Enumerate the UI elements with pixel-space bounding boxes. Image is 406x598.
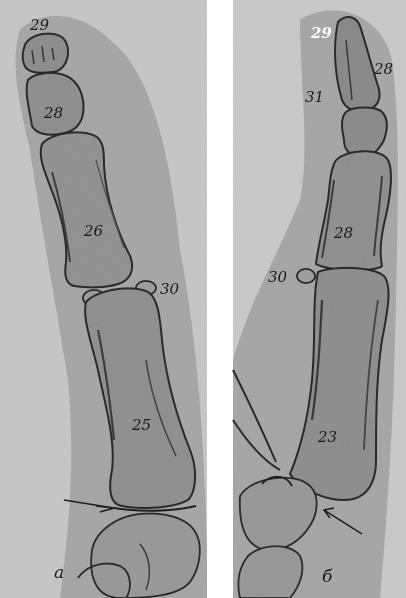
label-b-31: 31 — [305, 88, 324, 106]
label-b-23: 23 — [317, 428, 337, 446]
label-b-30: 30 — [268, 268, 288, 286]
panel-a — [0, 0, 208, 598]
label-b-29: 29 — [310, 24, 332, 42]
panel-divider — [207, 0, 233, 598]
label-a-28: 28 — [43, 104, 63, 122]
panel-b-letter: б — [322, 567, 333, 587]
label-a-26: 26 — [83, 222, 104, 240]
label-a-30: 30 — [160, 280, 180, 298]
label-b-28: 28 — [333, 224, 353, 242]
label-a-25: 25 — [131, 416, 151, 434]
label-a-29: 29 — [29, 16, 50, 34]
panel-a-letter: а — [54, 563, 64, 583]
label-b-28-top: 28 — [373, 60, 393, 78]
